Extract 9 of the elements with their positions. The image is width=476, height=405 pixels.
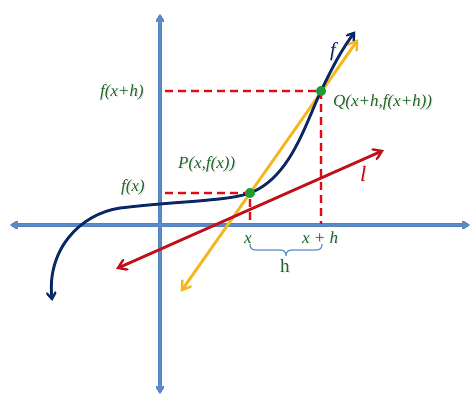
axis-label: x + h bbox=[302, 229, 338, 246]
axis-label: h bbox=[280, 257, 290, 276]
axis-label: f(x+h) bbox=[100, 82, 144, 99]
axis-label: x bbox=[244, 229, 252, 246]
axis-label: P(x,f(x)) bbox=[178, 154, 236, 171]
axis-label: f bbox=[330, 40, 336, 60]
axis-label: l bbox=[360, 163, 366, 185]
axis-label: f(x) bbox=[121, 177, 145, 194]
axis-label: Q(x+h,f(x+h)) bbox=[333, 92, 432, 109]
